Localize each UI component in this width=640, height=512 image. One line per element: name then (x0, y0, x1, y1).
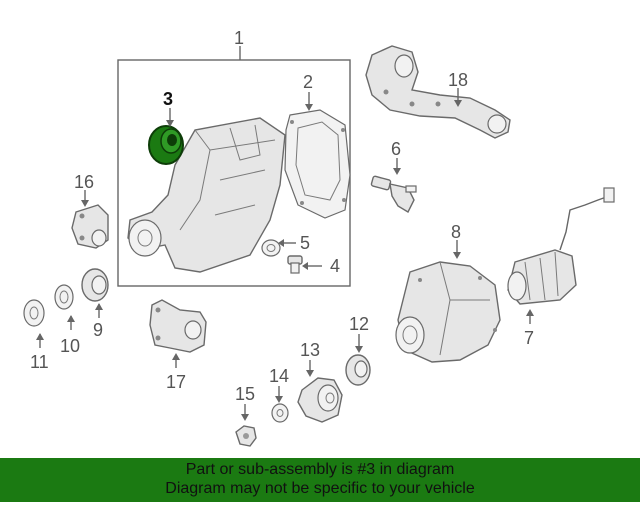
callout-14: 14 (269, 366, 289, 386)
callout-4: 4 (330, 256, 340, 276)
part-14-washer[interactable] (271, 403, 289, 423)
part-13-flange[interactable] (297, 377, 343, 423)
part-12-seal[interactable] (345, 354, 371, 386)
part-18-mount[interactable] (365, 45, 511, 139)
part-4-plug[interactable] (287, 255, 303, 274)
callout-2: 2 (303, 72, 313, 92)
part-17-support-bracket[interactable] (149, 299, 207, 353)
callout-8: 8 (451, 222, 461, 242)
part-10-shim[interactable] (54, 284, 74, 310)
callout-18: 18 (448, 70, 468, 90)
info-banner: Part or sub-assembly is #3 in diagram Di… (0, 458, 640, 502)
callout-3: 3 (163, 89, 173, 109)
part-2-cover[interactable] (284, 109, 351, 219)
differential-housing[interactable] (127, 117, 286, 273)
callout-9: 9 (93, 320, 103, 340)
callout-12: 12 (349, 314, 369, 334)
callout-15: 15 (235, 384, 255, 404)
callout-16: 16 (74, 172, 94, 192)
part-16-bracket[interactable] (71, 204, 109, 249)
part-11-washer[interactable] (23, 299, 45, 327)
callout-7: 7 (524, 328, 534, 348)
banner-line-1: Part or sub-assembly is #3 in diagram (185, 461, 455, 478)
callout-1: 1 (234, 28, 244, 48)
callout-6: 6 (391, 139, 401, 159)
banner-line-2: Diagram may not be specific to your vehi… (165, 480, 475, 497)
callout-11: 11 (30, 352, 49, 372)
part-9-bearing[interactable] (81, 268, 109, 302)
callout-10: 10 (60, 336, 80, 356)
callout-17: 17 (166, 372, 186, 392)
part-5-washer[interactable] (261, 239, 281, 257)
callout-5: 5 (300, 233, 310, 253)
part-7-actuator[interactable] (507, 187, 615, 305)
parts-diagram: 1 3 2 5 4 (23, 28, 615, 447)
callout-13: 13 (300, 340, 320, 360)
part-3-seal-highlighted[interactable] (148, 125, 184, 165)
part-8-transfer-unit[interactable] (395, 261, 501, 363)
part-6-sensor[interactable] (370, 175, 417, 213)
part-15-nut[interactable] (235, 425, 257, 447)
